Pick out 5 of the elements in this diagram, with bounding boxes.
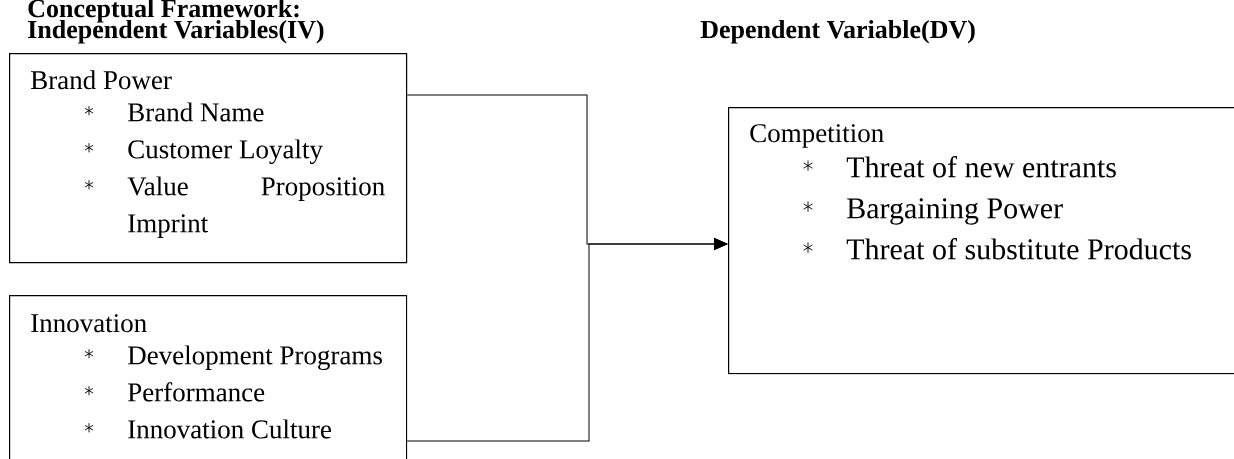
variable-box: Innovation Development Programs Performance Innovation Culture [9,295,408,459]
heading: Dependent Variable(DV) [700,19,975,44]
variable-box: Brand Power Brand Name Customer Loyalty Value Proposition Imprint [9,53,408,264]
variable-box: Competition Threat of new entrants Bargaining Power Threat of substitute Products [728,107,1234,375]
connector-arrow [406,238,728,442]
